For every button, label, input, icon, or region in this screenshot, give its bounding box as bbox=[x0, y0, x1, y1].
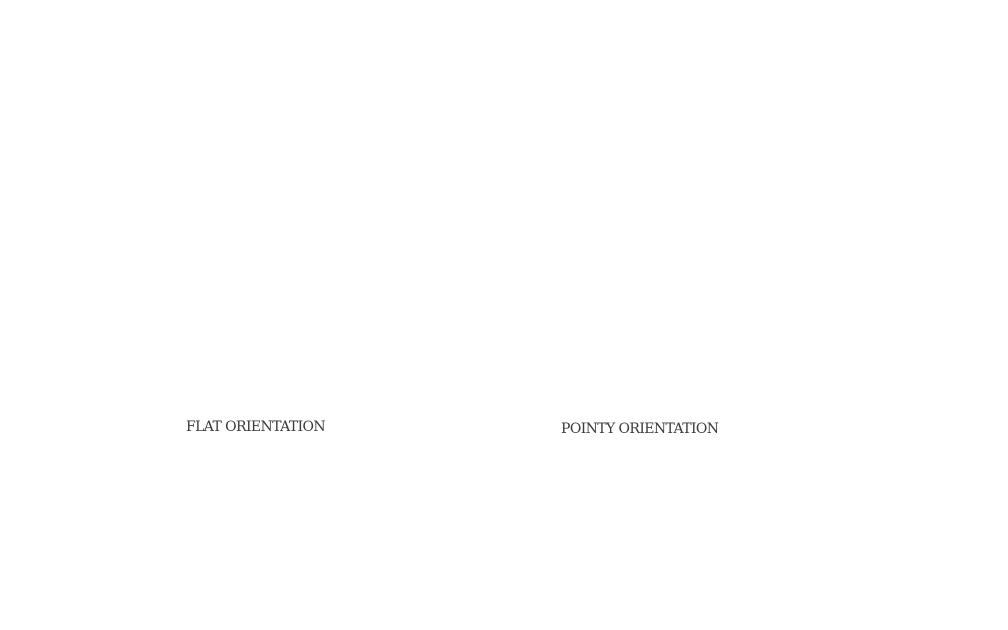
pointy-orientation-caption: POINTY ORIENTATION bbox=[561, 421, 719, 437]
flat-orientation-caption: FLAT ORIENTATION bbox=[186, 419, 326, 435]
